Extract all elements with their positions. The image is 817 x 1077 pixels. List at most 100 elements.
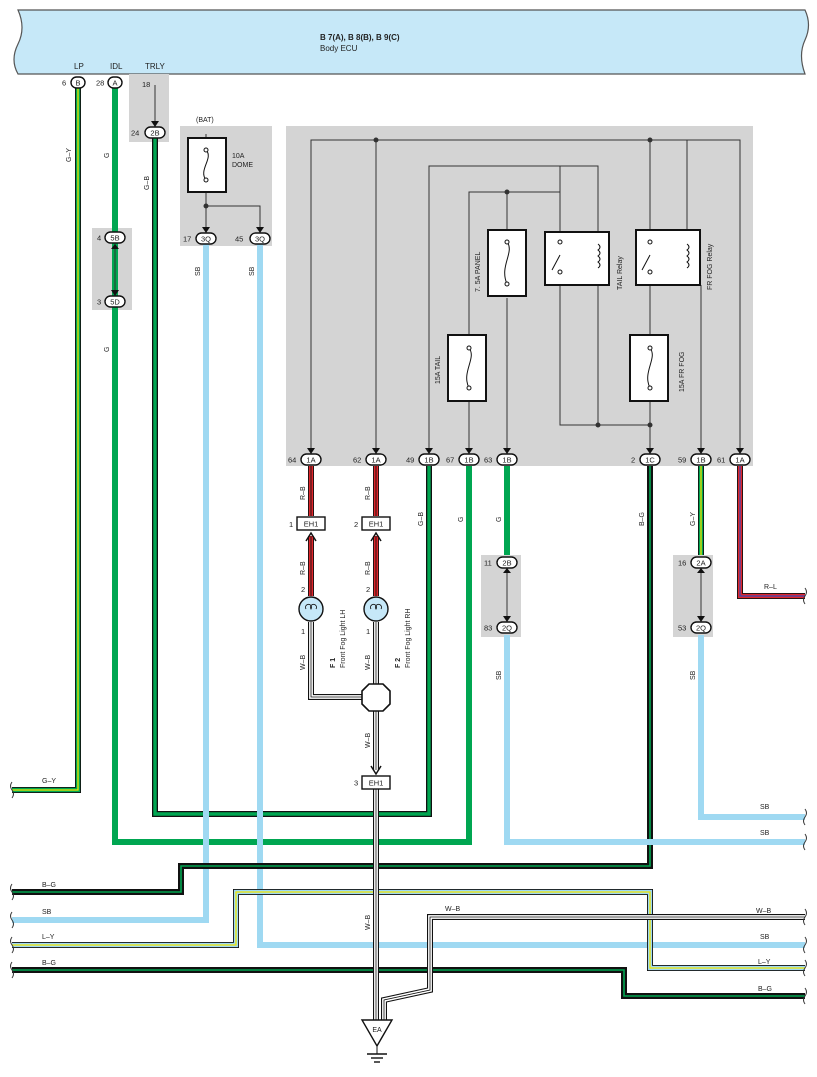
svg-text:2: 2 (366, 585, 370, 594)
svg-text:1A: 1A (735, 456, 744, 465)
svg-text:28: 28 (96, 79, 104, 88)
front-fog-light-lh: F 1 Front Fog Light LH (298, 596, 347, 668)
svg-text:G–B: G–B (418, 512, 425, 526)
svg-text:67: 67 (446, 456, 454, 465)
svg-text:24: 24 (131, 129, 139, 138)
pin-label-lp: LP (74, 62, 84, 71)
svg-text:SB: SB (760, 804, 770, 811)
tail-relay-label: TAIL Relay (617, 256, 624, 290)
svg-text:3Q: 3Q (255, 235, 265, 244)
svg-text:1C: 1C (645, 456, 655, 465)
svg-text:R–B: R–B (365, 486, 372, 500)
svg-text:A: A (112, 79, 117, 88)
panel-fuse-label: 7. 5A PANEL (475, 252, 482, 292)
front-fog-light-rh: F 2 Front Fog Light RH (363, 596, 412, 668)
lamp-rh-name: Front Fog Light RH (405, 608, 412, 668)
connector-2b: 2B (144, 126, 166, 139)
svg-text:1B: 1B (464, 456, 473, 465)
connector-1b-59: 1B (690, 453, 712, 466)
svg-text:3: 3 (97, 298, 101, 307)
wires (12, 85, 805, 1020)
svg-text:2A: 2A (696, 559, 705, 568)
connector-1c-2: 1C (639, 453, 661, 466)
svg-text:1B: 1B (502, 456, 511, 465)
connector-eh1-ground: EH1 (361, 775, 391, 790)
splice-point (361, 683, 391, 712)
frfog-relay-label: FR FOG Relay (707, 243, 714, 290)
svg-text:1B: 1B (696, 456, 705, 465)
fuse-panel: 7. 5A PANEL (475, 229, 527, 297)
svg-text:EH1: EH1 (304, 520, 319, 529)
svg-text:2B: 2B (150, 129, 159, 138)
internal-wiring (114, 134, 741, 454)
connector-2b-11: 2B (496, 556, 518, 569)
svg-text:6: 6 (62, 79, 66, 88)
connector-5b: 5B (104, 231, 126, 244)
svg-text:62: 62 (353, 456, 361, 465)
svg-text:2B: 2B (502, 559, 511, 568)
svg-text:R–B: R–B (365, 561, 372, 575)
svg-text:G–B: G–B (144, 176, 151, 190)
svg-text:W–B: W–B (756, 908, 772, 915)
pin-numbers: 6 28 18 24 4 3 17 45 64 62 49 67 63 2 59… (62, 79, 725, 788)
connector-1b-67: 1B (458, 453, 480, 466)
svg-text:W–B: W–B (365, 915, 372, 931)
svg-text:B: B (75, 79, 80, 88)
svg-text:G–Y: G–Y (66, 148, 73, 162)
svg-text:59: 59 (678, 456, 686, 465)
ground-label: EA (372, 1027, 382, 1034)
ecu-code: B 7(A), B 8(B), B 9(C) (320, 33, 400, 42)
svg-text:3Q: 3Q (201, 235, 211, 244)
svg-text:SB: SB (195, 266, 202, 276)
svg-text:45: 45 (235, 235, 243, 244)
svg-text:G: G (104, 153, 111, 158)
svg-text:1: 1 (289, 520, 293, 529)
connector-3q-17: 3Q (195, 232, 217, 245)
svg-text:64: 64 (288, 456, 296, 465)
svg-text:2: 2 (354, 520, 358, 529)
svg-text:R–L: R–L (764, 584, 777, 591)
wire-labels: G–Y G G G–B SB SB R–B R–B R–B R–B W–B W–… (42, 148, 777, 993)
svg-text:5D: 5D (110, 298, 120, 307)
svg-text:53: 53 (678, 624, 686, 633)
svg-text:G: G (496, 517, 503, 522)
connectors: B A 2B 5B 5D 3Q 3Q 1A 1A 1B 1B 1B 1C 1B … (70, 76, 751, 790)
svg-text:W–B: W–B (365, 655, 372, 671)
svg-text:SB: SB (690, 670, 697, 680)
svg-text:B–G: B–G (42, 882, 56, 889)
connector-a: A (107, 76, 123, 89)
connector-eh1-rh: EH1 (361, 516, 391, 531)
svg-text:1B: 1B (424, 456, 433, 465)
junction-panels (92, 74, 753, 637)
svg-text:SB: SB (496, 670, 503, 680)
break-marks (10, 587, 807, 1005)
svg-text:EH1: EH1 (369, 520, 384, 529)
connector-1a-62: 1A (365, 453, 387, 466)
svg-text:4: 4 (97, 234, 101, 243)
svg-text:SB: SB (42, 909, 52, 916)
svg-text:17: 17 (183, 235, 191, 244)
tail-fuse-label: 15A TAIL (435, 356, 442, 384)
lamp-lh-name: Front Fog Light LH (340, 610, 347, 668)
body-ecu: B 7(A), B 8(B), B 9(C) Body ECU LP IDL T… (13, 9, 810, 75)
svg-text:W–B: W–B (365, 733, 372, 749)
svg-text:1A: 1A (371, 456, 380, 465)
svg-text:1: 1 (301, 627, 305, 636)
bat-label: (BAT) (196, 117, 214, 124)
svg-text:G–Y: G–Y (690, 512, 697, 526)
connector-2a-16: 2A (690, 556, 712, 569)
fuse-frfog: 15A FR FOG (629, 334, 686, 402)
fuse-tail: 15A TAIL (435, 334, 487, 402)
svg-text:49: 49 (406, 456, 414, 465)
svg-text:5B: 5B (110, 234, 119, 243)
svg-text:B–G: B–G (42, 960, 56, 967)
svg-text:2Q: 2Q (696, 624, 706, 633)
svg-text:R–B: R–B (300, 561, 307, 575)
pin-label-trly: TRLY (145, 62, 166, 71)
ground-ea: EA (360, 1019, 394, 1063)
svg-text:W–B: W–B (445, 906, 461, 913)
connector-1b-63: 1B (496, 453, 518, 466)
connector-eh1-lh: EH1 (296, 516, 326, 531)
connector-1a-61: 1A (729, 453, 751, 466)
